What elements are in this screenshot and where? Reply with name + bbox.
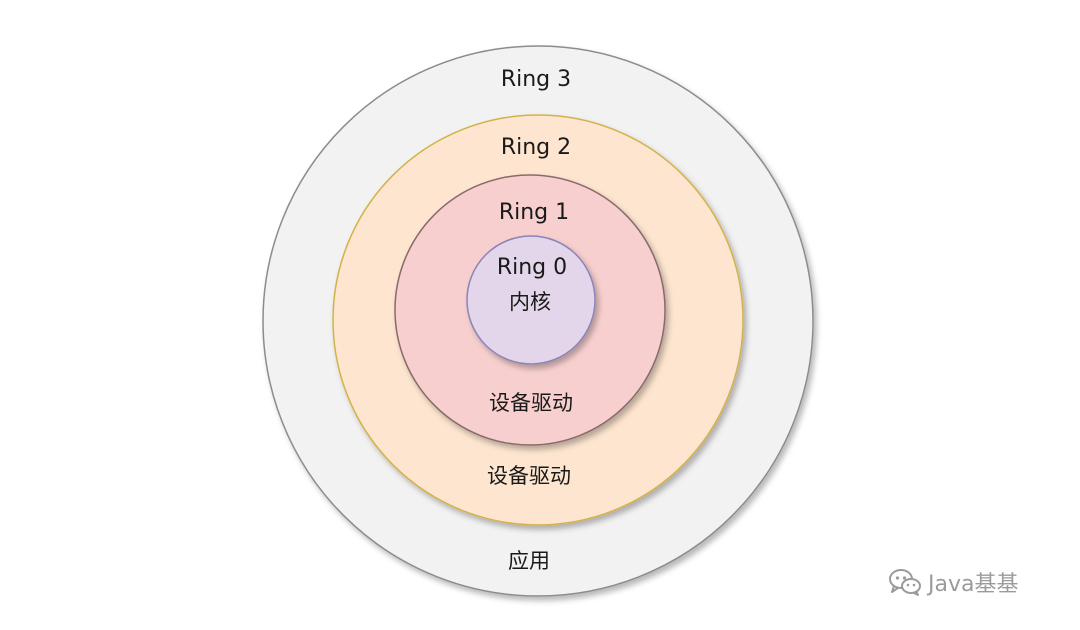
ring-3-label: Ring 3 — [501, 67, 571, 92]
ring-2-sublabel: 设备驱动 — [487, 464, 571, 488]
ring-1-sublabel: 设备驱动 — [489, 391, 573, 415]
ring-0-circle — [466, 235, 596, 365]
wechat-icon — [888, 567, 922, 597]
ring-0-sublabel: 内核 — [509, 290, 551, 314]
watermark-text: Java基基 — [928, 572, 1019, 597]
ring-0-label: Ring 0 — [497, 255, 567, 280]
ring-3-sublabel: 应用 — [508, 549, 550, 573]
ring-2-label: Ring 2 — [501, 135, 571, 160]
ring-1-label: Ring 1 — [499, 200, 569, 225]
watermark: Java基基 — [888, 566, 1018, 598]
